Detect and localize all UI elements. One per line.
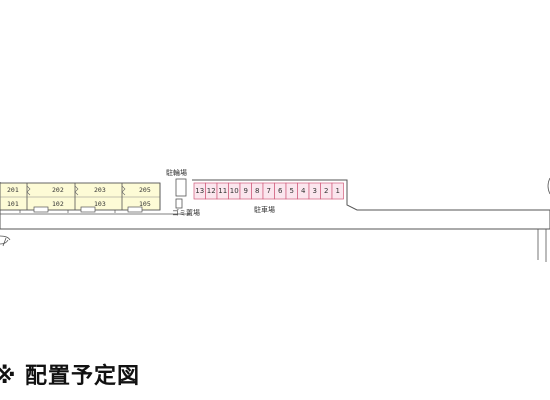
unit-label-102: 102: [52, 200, 64, 208]
door-mark: [127, 206, 143, 213]
parking-space-number: 9: [244, 187, 248, 195]
parking-space-number: 12: [207, 187, 216, 195]
parking-space-number: 7: [267, 187, 271, 195]
door-mark: [33, 206, 49, 213]
parking-space-number: 2: [324, 187, 328, 195]
parking-space-number: 5: [290, 187, 294, 195]
unit-label-205: 205: [139, 186, 151, 194]
parking-space-number: 10: [230, 187, 239, 195]
road-outline: [0, 179, 550, 230]
parking-space-number: 13: [195, 187, 204, 195]
parking-space: [331, 182, 344, 200]
bicycle-parking: [175, 178, 187, 197]
unit-label-203: 203: [94, 186, 106, 194]
balcony-mark: [74, 185, 79, 196]
balcony-mark: [121, 185, 126, 196]
unit-label-101: 101: [7, 200, 19, 208]
unit-label-202: 202: [52, 186, 64, 194]
parking-space-number: 11: [218, 187, 227, 195]
parking-space-number: 8: [255, 187, 259, 195]
door-mark: [80, 206, 96, 213]
unit-label-105: 105: [139, 200, 151, 208]
layout-caption: ※ 配置予定図: [0, 364, 141, 389]
garbage-area-label: ゴミ置場: [172, 208, 200, 217]
apartment-building: 201 101 202 102 203 103 205 105: [0, 182, 161, 213]
garbage-area: [175, 198, 183, 209]
parking-space-number: 4: [301, 187, 306, 195]
parking-lot-label: 駐車場: [254, 205, 275, 214]
unit-label-103: 103: [94, 200, 106, 208]
parking-space-number: 1: [336, 187, 340, 195]
curb-curve: [547, 177, 550, 195]
parking-space-number: 3: [313, 187, 317, 195]
bicycle-parking-label: 駐輪場: [166, 168, 187, 177]
parking-space-number: 6: [278, 187, 283, 195]
balcony-mark: [26, 185, 31, 196]
building-outline: [0, 182, 161, 211]
unit-label-201: 201: [7, 186, 19, 194]
gate-symbol: [0, 235, 11, 247]
